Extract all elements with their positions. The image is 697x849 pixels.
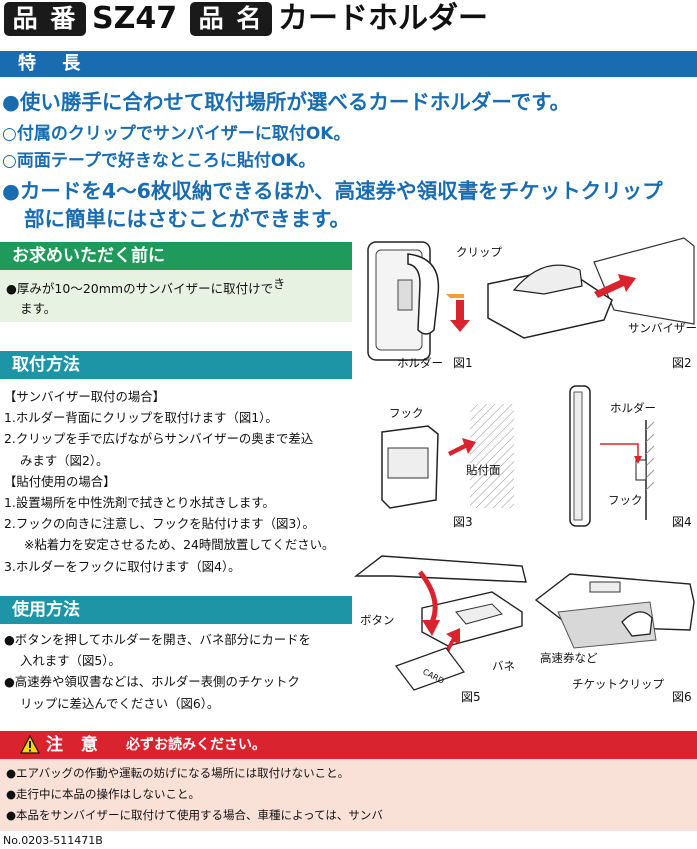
features-heading: 特 長 (0, 51, 697, 77)
before-purchase-overflow: き (273, 277, 286, 291)
instruction-line: 2.クリップを手で広げながらサンバイザーの奥まで差込 (4, 431, 314, 447)
arrow-red (450, 300, 470, 332)
caution-line: ●エアバッグの作動や運転の妨げになる場所には取付けないこと。 (6, 766, 350, 780)
instruction-line: 2.フックの向きに注意し、フックを貼付けます（図3）。 (4, 516, 315, 532)
fig6-ticket-label: 高速券など (540, 651, 598, 665)
caution-must-read: 必ずお読みください。 (126, 737, 266, 753)
arrow-red (448, 438, 476, 456)
usage-line: 入れます（図5）。 (20, 653, 121, 669)
usage-line: ●高速券や領収書などは、ホルダー表側のチケットク (4, 674, 300, 690)
fig3-surface-label: 貼付面 (466, 463, 501, 477)
instruction-line: みます（図2）。 (20, 452, 109, 468)
before-purchase-box: ●厚みが10～20mmのサンバイザーに取付けでき ます。 (0, 270, 352, 322)
usage-heading: 使用方法 (0, 596, 352, 624)
holder-lid (353, 555, 527, 583)
fig3-hook-label: フック (389, 406, 424, 420)
figure-1-number: 図1 (453, 356, 473, 370)
product-name-tag: 品 名 (190, 2, 272, 36)
feature-line: ●カードを4～6枚収納できるほか、高速券や領収書をチケットクリップ (2, 179, 663, 203)
document-code: No.0203-511471B (3, 834, 103, 847)
product-number-tag: 品 番 (4, 2, 86, 36)
holder-side-inner (573, 391, 583, 521)
arrow-red (600, 443, 639, 458)
clip-shape (512, 264, 583, 295)
before-purchase-line: ます。 (20, 301, 57, 317)
figure-4-number: 図4 (672, 515, 692, 529)
button-slot (589, 581, 621, 593)
usage-line: リップに差込んでください（図6）。 (20, 695, 220, 711)
caution-line: ●走行中に本品の操作はしないこと。 (6, 787, 201, 801)
caution-box: ●エアバッグの作動や運転の妨げになる場所には取付けないこと。 ●走行中に本品の操… (0, 759, 697, 831)
fig6-ticket-clip-label: チケットクリップ (572, 677, 664, 691)
usage-instructions: ●ボタンを押してホルダーを開き、バネ部分にカードを 入れます（図5）。 ●高速券… (4, 629, 311, 714)
instruction-line: 【サンバイザー取付の場合】 (4, 389, 166, 404)
before-purchase-text: ●厚みが10～20mmのサンバイザーに取付けで (6, 281, 274, 297)
card-shape (395, 647, 465, 691)
instruction-line: 【貼付使用の場合】 (4, 473, 116, 489)
mount-surface (470, 404, 514, 508)
usage-line: ●ボタンを押してホルダーを開き、バネ部分にカードを (4, 632, 311, 647)
figure-3-number: 図3 (453, 515, 473, 529)
caution-heading: 注 意 必ずお読みください。 (0, 731, 697, 759)
fig5-spring-label: バネ (492, 659, 515, 673)
mounting-instructions: 【サンバイザー取付の場合】 1.ホルダー背面にクリップを取付けます（図1）。 2… (4, 386, 334, 577)
product-number: SZ47 (92, 1, 178, 36)
figure-5-illustration (353, 555, 527, 691)
fig2-visor-label: サンバイザー (628, 321, 697, 335)
figure-2-illustration (487, 237, 695, 339)
caution-title: 注 意 (46, 735, 104, 755)
wall-hatch (645, 421, 655, 491)
clip-shape (407, 253, 440, 335)
fig1-clip-label: クリップ (456, 245, 502, 259)
figure-6-illustration (534, 573, 695, 649)
hook-plate (387, 447, 429, 479)
clip-slot (397, 279, 413, 311)
ticket-shape (557, 601, 657, 649)
feature-line: ●使い勝手に合わせて取付場所が選べるカードホルダーです。 (2, 90, 571, 114)
caution-line: ●本品をサンバイザーに取付けて使用する場合、車種によっては、サンバ (6, 808, 383, 822)
feature-line: ○両面テープで好きなところに貼付OK。 (2, 151, 316, 171)
figure-3-illustration (381, 404, 514, 509)
arrow-red-head (422, 620, 440, 636)
feature-line: 部に簡単にはさむことができます。 (24, 207, 350, 231)
instruction-line: 1.ホルダー背面にクリップを取付けます（図1）。 (4, 410, 278, 426)
instruction-line: ※粘着力を安定させるため、24時間放置してください。 (24, 537, 335, 553)
fig4-hook-label: フック (608, 493, 643, 507)
arrow-orange (446, 294, 464, 298)
figure-2-number: 図2 (672, 356, 692, 370)
warning-icon (20, 735, 40, 754)
figure-5-number: 図5 (461, 690, 481, 704)
spring-part (455, 603, 503, 625)
fig4-holder-label: ホルダー (610, 401, 656, 415)
arrow-red (594, 274, 636, 298)
before-purchase-line: ●厚みが10～20mmのサンバイザーに取付けでき (6, 274, 348, 299)
product-name: カードホルダー (278, 1, 488, 36)
fig1-holder-label: ホルダー (397, 356, 443, 370)
visor-shape (593, 237, 695, 325)
feature-line: ○付属のクリップでサンバイザーに取付OK。 (2, 124, 351, 144)
instruction-line: 1.設置場所を中性洗剤で拭きとり水拭きします。 (4, 495, 275, 511)
figure-1-illustration (367, 241, 470, 361)
figure-6-number: 図6 (672, 690, 692, 704)
mounting-heading: 取付方法 (0, 351, 352, 379)
product-header: 品 番 SZ47 品 名 カードホルダー (0, 0, 697, 40)
instruction-line: 3.ホルダーをフックに取付けます（図4）。 (4, 558, 241, 574)
ticket-clip-shape (621, 611, 653, 637)
figure-4-illustration (569, 385, 655, 527)
fig5-button-label: ボタン (360, 613, 395, 627)
arrow-red-head (634, 456, 642, 464)
before-purchase-heading: お求めいただく前に (0, 242, 352, 270)
hook-piece (635, 459, 647, 481)
